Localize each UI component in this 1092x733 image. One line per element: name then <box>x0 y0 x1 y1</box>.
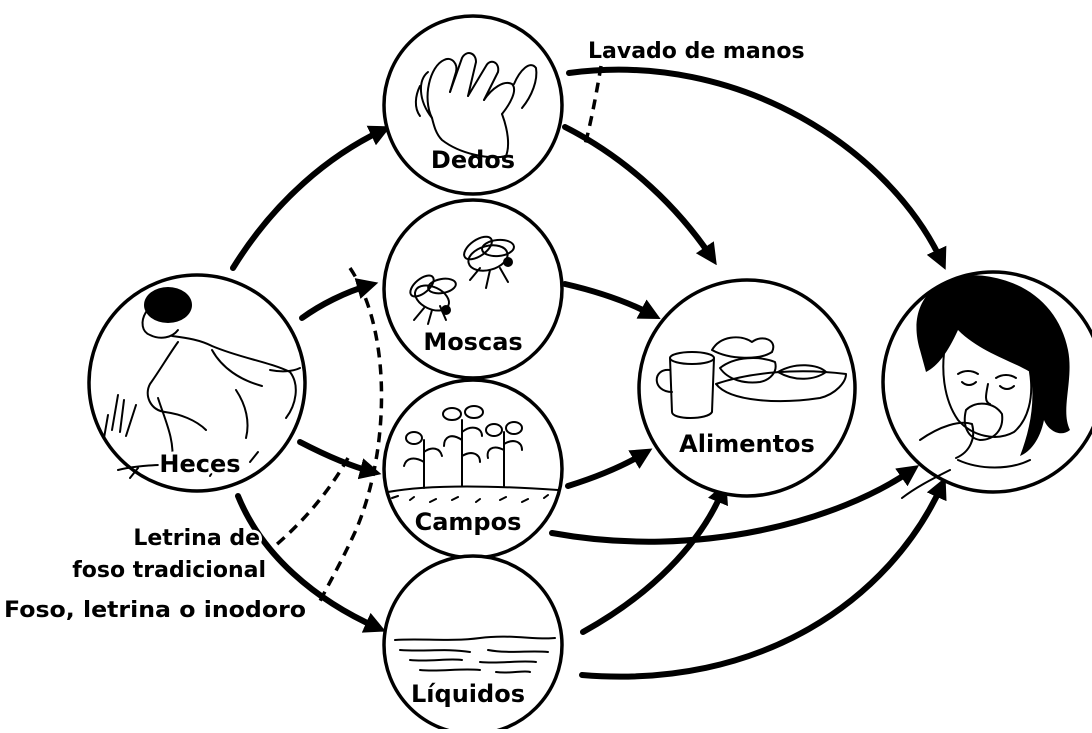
transmission-arrows <box>230 66 947 680</box>
node-heces: Heces <box>87 273 307 493</box>
crops-icon <box>387 405 559 503</box>
barrier-label-pit-latrine-toilet: Foso, letrina o inodoro <box>4 598 306 623</box>
node-label-dedos: Dedos <box>431 146 515 174</box>
node-dedos: Dedos <box>382 14 564 196</box>
flies-icon <box>409 235 515 325</box>
barrier-lines <box>274 65 603 606</box>
arrow-campos-alimentos <box>565 448 653 489</box>
barrier-label-traditional-pit-line1: Letrina de <box>133 526 260 551</box>
water-icon <box>394 635 556 674</box>
node-label-moscas: Moscas <box>423 328 522 356</box>
node-label-heces: Heces <box>159 450 240 478</box>
arrow-heces-liquidos <box>235 493 386 633</box>
node-liquidos: Líquidos <box>382 554 564 733</box>
node-alimentos: Alimentos <box>637 278 857 498</box>
arrow-moscas-alimentos <box>562 281 661 319</box>
arrow-heces-campos <box>297 439 382 480</box>
node-person <box>881 270 1092 499</box>
barrier-line-handwashing <box>583 65 603 146</box>
squatting-child-icon <box>103 287 301 479</box>
arrow-liquidos-person <box>579 477 947 680</box>
arrow-dedos-alimentos <box>562 124 717 266</box>
node-label-alimentos: Alimentos <box>679 430 815 458</box>
arrow-dedos-person <box>566 66 947 270</box>
barrier-line-traditional-pit <box>274 457 350 547</box>
node-label-liquidos: Líquidos <box>411 680 525 708</box>
food-icon <box>655 336 847 419</box>
node-label-campos: Campos <box>415 508 522 536</box>
node-moscas: Moscas <box>382 198 564 380</box>
arrow-liquidos-alimentos <box>580 482 728 635</box>
arrow-heces-moscas <box>299 278 379 321</box>
hand-icon <box>414 52 538 159</box>
node-campos: Campos <box>382 378 564 560</box>
barrier-label-handwashing: Lavado de manos <box>588 39 805 64</box>
barrier-line-pit-latrine <box>316 267 384 606</box>
barrier-label-traditional-pit-line2: foso tradicional <box>72 558 266 583</box>
arrow-heces-dedos <box>230 125 391 271</box>
girl-eating-icon <box>901 275 1070 499</box>
arrow-campos-person <box>549 465 920 545</box>
